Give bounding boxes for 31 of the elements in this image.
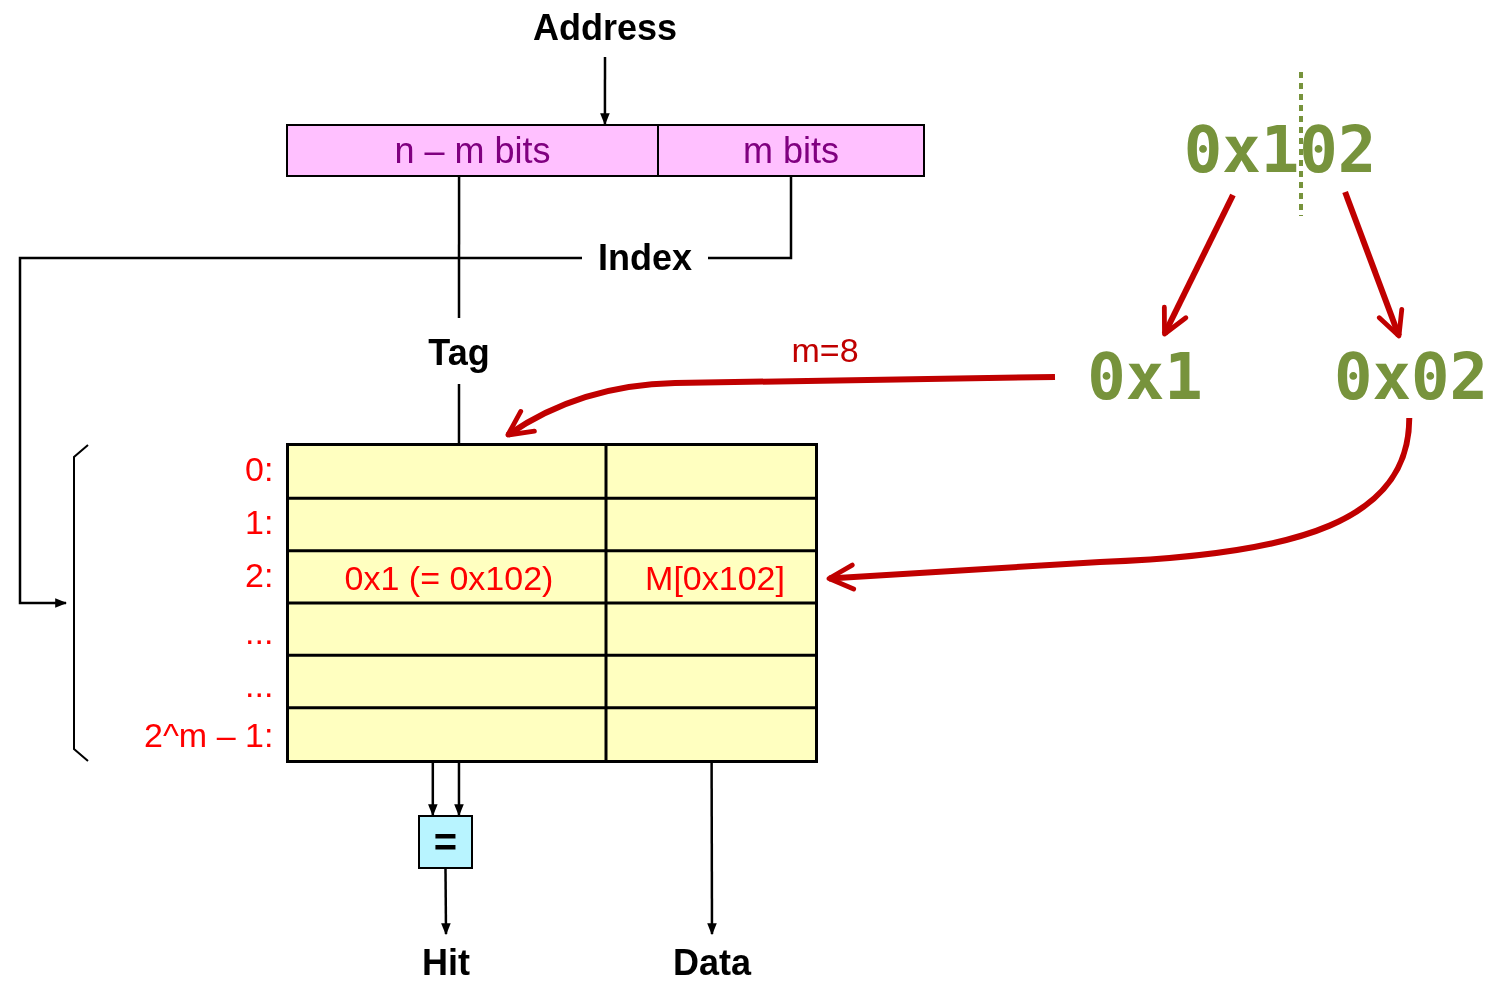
signal-label: Hit (408, 940, 484, 984)
table-cell-text: 0x1 (= 0x102) (289, 552, 609, 605)
row-label: 2^m – 1: (144, 715, 274, 755)
signal-label: Tag (420, 332, 498, 374)
row-label: 0: (245, 449, 274, 489)
comparator-box: = (418, 815, 473, 869)
arrow (18, 256, 582, 608)
row-label: 2: (245, 555, 274, 595)
arrow (441, 869, 451, 936)
arrow (428, 763, 438, 817)
arrow (600, 57, 610, 126)
table-cell-text: M[0x102] (609, 552, 821, 605)
signal-label: Data (658, 940, 766, 984)
signal-label: Index (588, 238, 702, 278)
row-label: 1: (245, 502, 274, 542)
hex-value: 0x1 (1080, 342, 1210, 412)
bit-field: n – m bits (286, 124, 659, 177)
hex-value: 0x102 (1175, 112, 1385, 188)
hex-value: 0x02 (1325, 342, 1497, 412)
row-label: ... (245, 665, 274, 705)
arrow (1342, 190, 1405, 339)
arrow (1161, 193, 1236, 337)
arrow (505, 374, 1056, 438)
arrow (707, 763, 717, 936)
row-label: ... (245, 612, 274, 652)
arrow (826, 417, 1413, 592)
connector-line (457, 177, 461, 318)
bit-field: m bits (657, 124, 925, 177)
signal-label: Address (520, 5, 690, 51)
cache-table (286, 443, 818, 763)
connector-line (708, 177, 793, 260)
